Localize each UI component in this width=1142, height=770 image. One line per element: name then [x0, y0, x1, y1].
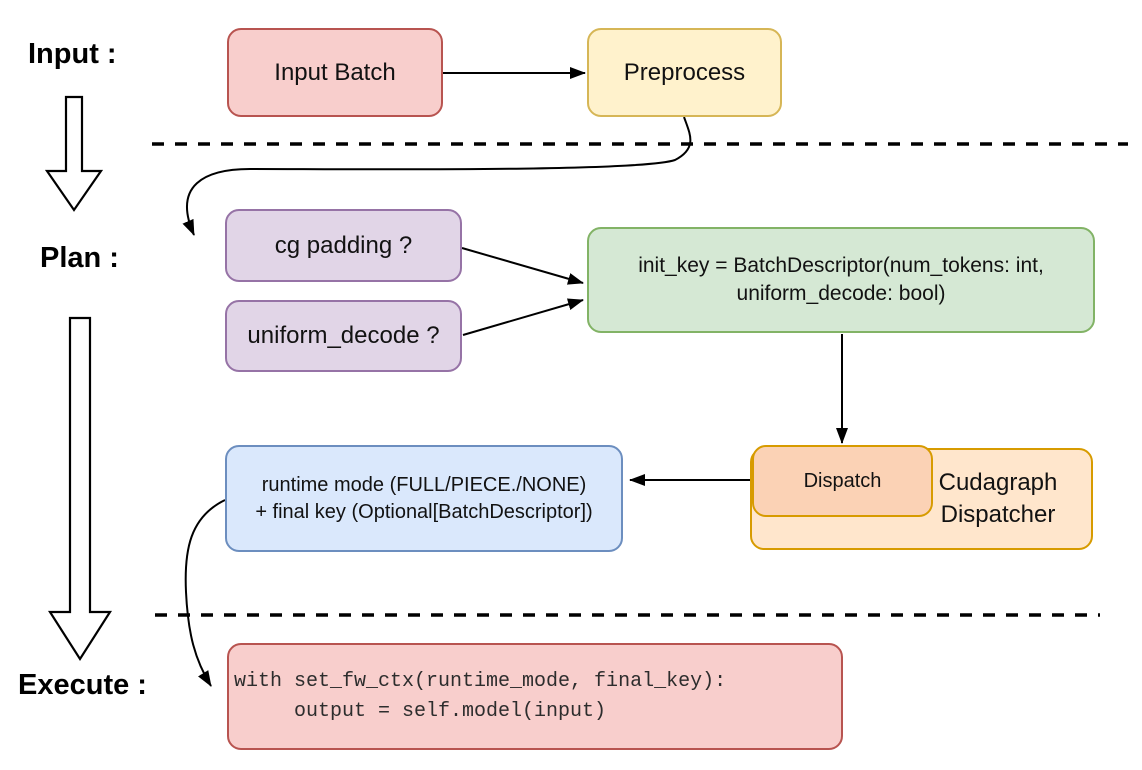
node-preprocess-label: Preprocess: [623, 58, 746, 86]
node-dispatch: Dispatch: [752, 445, 933, 517]
connector-uniformdecode-initkey: [462, 298, 584, 336]
node-execute-code-line1: with set_fw_ctx(runtime_mode, final_key)…: [234, 669, 727, 693]
node-execute-code: with set_fw_ctx(runtime_mode, final_key)…: [227, 643, 843, 750]
node-input-batch: Input Batch: [227, 28, 443, 117]
node-init-key-line1: init_key = BatchDescriptor(num_tokens: i…: [638, 254, 1044, 278]
node-uniform-decode-label: uniform_decode ?: [247, 322, 440, 350]
node-execute-code-line2: output = self.model(input): [234, 699, 607, 723]
connector-preprocess-cgpadding: [182, 116, 692, 236]
node-runtime-mode-line2: + final key (Optional[BatchDescriptor]): [255, 500, 593, 523]
node-dispatch-label: Dispatch: [803, 469, 882, 492]
stage-arrow-input-to-plan: [44, 95, 104, 212]
node-input-batch-label: Input Batch: [274, 58, 396, 86]
node-runtime-mode-line1: runtime mode (FULL/PIECE./NONE): [261, 474, 587, 497]
node-preprocess: Preprocess: [587, 28, 782, 117]
node-init-key-line2: uniform_decode: bool): [736, 282, 946, 305]
node-cg-padding: cg padding ?: [225, 209, 462, 282]
node-init-key: init_key = BatchDescriptor(num_tokens: i…: [587, 227, 1095, 333]
node-uniform-decode: uniform_decode ?: [225, 300, 462, 372]
stage-label-plan: Plan :: [40, 242, 119, 274]
connector-runtimemode-executecode: [184, 499, 226, 687]
stage-arrow-plan-to-execute: [47, 316, 113, 662]
connector-cgpadding-initkey: [461, 247, 584, 285]
node-cudagraph-dispatcher-label: Cudagraph Dispatcher: [938, 469, 1058, 528]
node-runtime-mode: runtime mode (FULL/PIECE./NONE) + final …: [225, 445, 623, 552]
node-cg-padding-label: cg padding ?: [274, 231, 413, 259]
stage-label-execute: Execute :: [18, 669, 147, 701]
stage-label-input: Input :: [28, 38, 117, 70]
